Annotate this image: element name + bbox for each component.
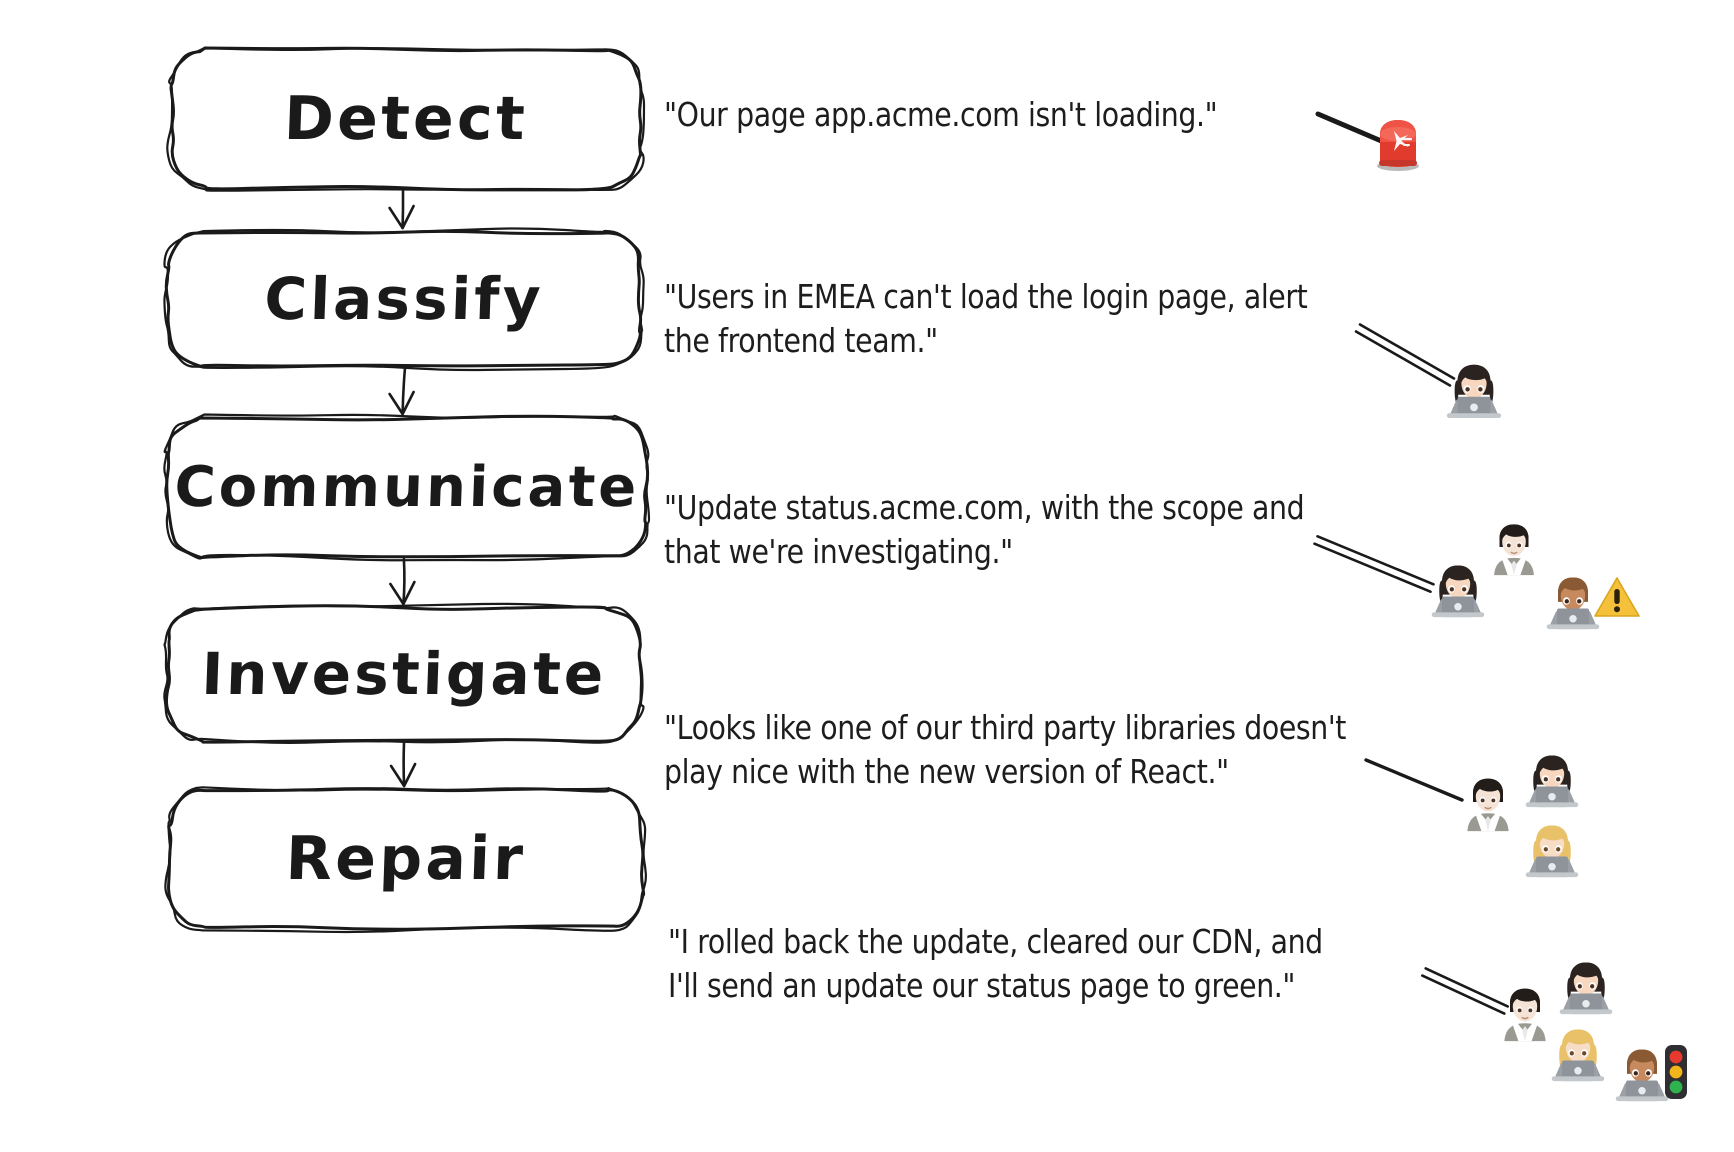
step-box-outline	[163, 227, 645, 372]
step-box-investigate[interactable]: Investigate	[168, 608, 640, 740]
woman-technologist-icon	[1522, 748, 1582, 808]
quote-classify: "Users in EMEA can't load the login page…	[664, 275, 1308, 363]
step-box-detect[interactable]: Detect	[172, 50, 640, 188]
quote-line: "Our page app.acme.com isn't loading."	[664, 95, 1218, 134]
step-label-classify: Classify	[263, 265, 545, 333]
quote-line: "Looks like one of our third party libra…	[664, 708, 1347, 747]
leader-line	[1313, 542, 1432, 593]
police-car-light-icon	[1372, 114, 1424, 172]
connector-arrowhead	[388, 204, 415, 230]
office-worker-icon	[1485, 518, 1543, 576]
quote-repair: "I rolled back the update, cleared our C…	[668, 920, 1323, 1008]
blonde-woman-technologist-icon	[1522, 818, 1582, 878]
leader-line	[1421, 974, 1506, 1015]
connector-line	[402, 557, 406, 606]
step-box-outline	[164, 604, 644, 744]
quote-detect: "Our page app.acme.com isn't loading."	[664, 93, 1218, 137]
step-box-outline	[164, 786, 647, 934]
step-box-outline	[163, 413, 651, 562]
leader-line	[1316, 535, 1435, 586]
step-box-outline	[169, 46, 643, 192]
quote-line: "Update status.acme.com, with the scope …	[664, 488, 1305, 527]
step-label-investigate: Investigate	[200, 640, 608, 708]
step-box-communicate[interactable]: Communicate	[168, 418, 646, 556]
step-label-detect: Detect	[282, 84, 530, 154]
step-box-outline	[166, 47, 646, 192]
woman-technologist-icon	[1443, 357, 1505, 419]
quote-line: the frontend team."	[664, 320, 938, 360]
step-label-repair: Repair	[284, 824, 528, 894]
office-worker-icon	[1495, 982, 1555, 1042]
step-box-outline	[164, 229, 643, 369]
connector-arrowhead	[389, 762, 417, 788]
leader-line	[1315, 111, 1389, 146]
connector-arrowhead	[388, 390, 415, 416]
office-worker-icon	[1458, 772, 1518, 832]
quote-line: that we're investigating."	[664, 531, 1013, 571]
leader-line	[1358, 323, 1456, 380]
blonde-woman-technologist-icon	[1548, 1022, 1608, 1082]
step-box-classify[interactable]: Classify	[168, 232, 640, 366]
step-label-communicate: Communicate	[173, 454, 641, 520]
connector-line	[401, 367, 407, 416]
man-technologist-icon	[1543, 570, 1603, 630]
leader-line	[1424, 967, 1509, 1008]
quote-investigate: "Looks like one of our third party libra…	[664, 706, 1346, 794]
step-box-repair[interactable]: Repair	[170, 790, 642, 928]
woman-technologist-icon	[1428, 558, 1488, 618]
quote-line: play nice with the new version of React.…	[664, 751, 1229, 791]
step-box-outline	[163, 602, 645, 744]
quote-line: I'll send an update our status page to g…	[668, 965, 1296, 1005]
leader-line	[1364, 758, 1464, 802]
man-technologist-icon	[1612, 1042, 1672, 1102]
quote-communicate: "Update status.acme.com, with the scope …	[664, 486, 1305, 574]
woman-technologist-icon	[1556, 955, 1616, 1015]
warning-icon	[1593, 575, 1641, 619]
traffic-light-icon	[1659, 1043, 1693, 1101]
quote-line: "I rolled back the update, cleared our C…	[668, 922, 1323, 961]
connector-arrowhead	[389, 580, 416, 606]
quote-line: "Users in EMEA can't load the login page…	[664, 277, 1308, 316]
leader-line	[1354, 330, 1452, 387]
